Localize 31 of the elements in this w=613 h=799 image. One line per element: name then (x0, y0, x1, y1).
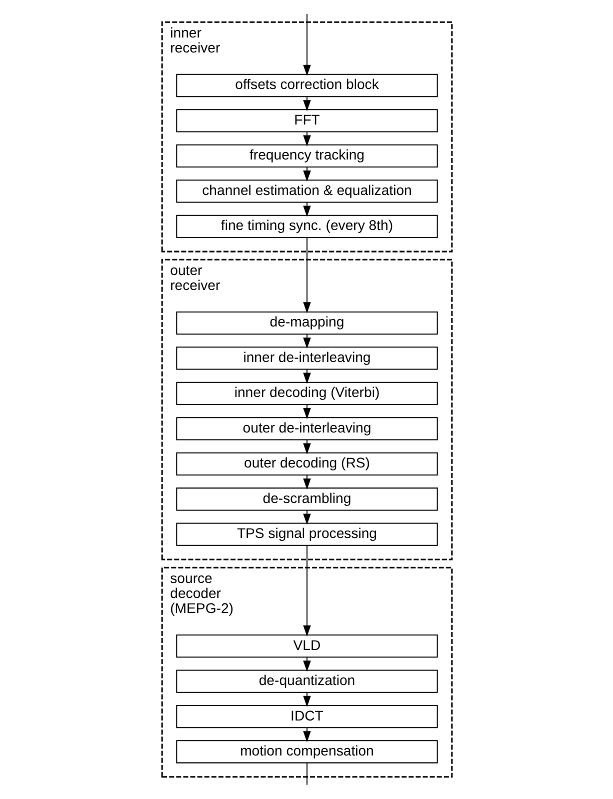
connector (306, 762, 307, 785)
arrow (302, 132, 310, 146)
arrow (302, 404, 310, 420)
arrow (302, 657, 310, 672)
arrow (302, 692, 310, 707)
node-box: de-quantization (176, 670, 438, 693)
node-box: fine timing sync. (every 8th) (176, 214, 438, 238)
arrow (302, 96, 310, 112)
arrow (302, 238, 310, 314)
arrow (302, 728, 310, 742)
node-box: FFT (176, 109, 438, 132)
node-box: de-scrambling (176, 488, 438, 511)
node-box: channel estimation & equalization (176, 180, 438, 203)
node-box: offsets correction block (176, 74, 438, 98)
arrow (302, 475, 310, 490)
arrow (302, 334, 310, 349)
node-box: inner de-interleaving (176, 346, 438, 370)
node-box: de-mapping (176, 311, 438, 335)
node-box: TPS signal processing (176, 522, 438, 546)
node-box: outer de-interleaving (176, 417, 438, 440)
node-box: motion compensation (176, 740, 438, 764)
node-box: outer decoding (RS) (176, 452, 438, 476)
node-box: IDCT (176, 704, 438, 728)
node-box: inner decoding (Viterbi) (176, 382, 438, 406)
arrow (302, 167, 310, 182)
arrow (302, 440, 310, 454)
arrow (302, 369, 310, 384)
node-box: VLD (176, 634, 438, 658)
arrow (302, 546, 310, 636)
node-box: frequency tracking (176, 144, 438, 168)
arrow (302, 14, 310, 76)
